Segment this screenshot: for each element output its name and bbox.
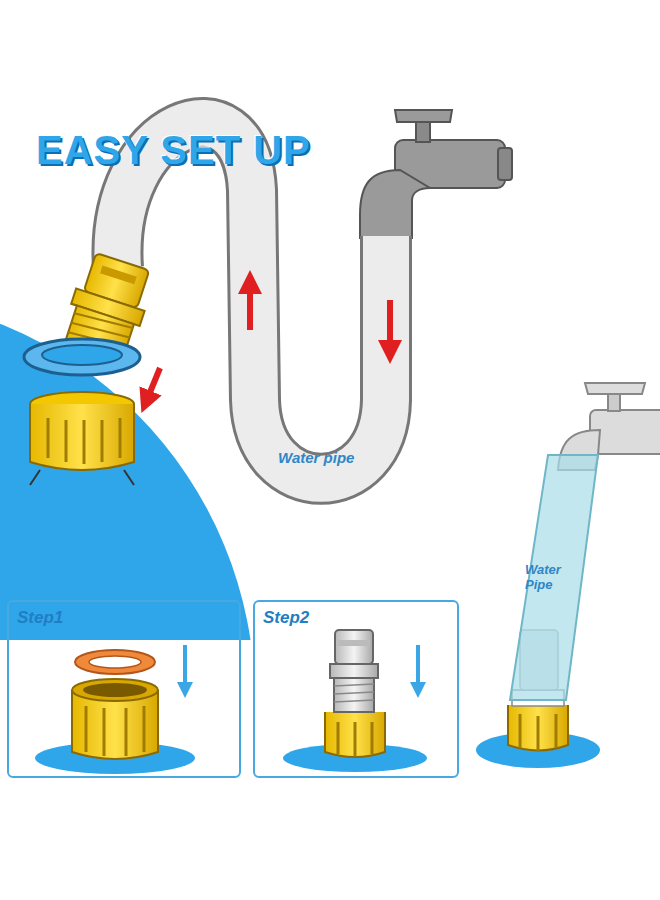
pipe-label: Water Pipe (525, 562, 575, 592)
red-arrow (146, 368, 160, 402)
step-heading: Step2 (263, 608, 309, 628)
water-hose (117, 123, 390, 479)
tank-cap (30, 392, 134, 485)
blue-ground (0, 295, 255, 640)
step2-art (283, 630, 427, 772)
step1-art (35, 645, 195, 774)
step-panel: Step2 (253, 600, 459, 778)
faucet (360, 110, 512, 238)
installed-view (476, 383, 660, 768)
page-title: EASY SET UP (36, 128, 311, 173)
pipe-label: Water pipe (278, 449, 388, 466)
step-heading: Step1 (17, 608, 63, 628)
step-panel: Step1 (7, 600, 241, 778)
gasket-ring (24, 339, 140, 375)
